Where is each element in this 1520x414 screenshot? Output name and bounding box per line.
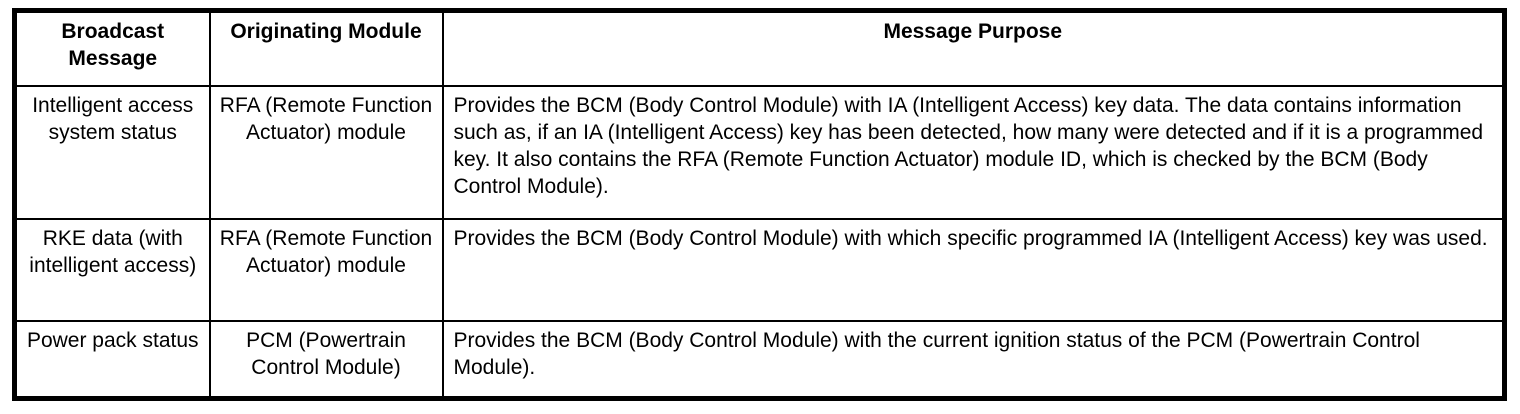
header-row: Broadcast Message Originating Module Mes… xyxy=(13,9,1506,87)
table-row: RKE data (with intelligent access) RFA (… xyxy=(13,217,1506,322)
cell-originating-module: PCM (Powertrain Control Module) xyxy=(208,319,444,400)
column-header-message-purpose: Message Purpose xyxy=(441,9,1506,87)
cell-broadcast-message: Intelligent access system status xyxy=(13,84,211,220)
cell-broadcast-message: RKE data (with intelligent access) xyxy=(13,217,211,322)
cell-originating-module: RFA (Remote Function Actuator) module xyxy=(208,84,444,220)
broadcast-message-table: Broadcast Message Originating Module Mes… xyxy=(12,8,1507,401)
cell-originating-module: RFA (Remote Function Actuator) module xyxy=(208,217,444,322)
cell-message-purpose: Provides the BCM (Body Control Module) w… xyxy=(441,217,1506,322)
cell-broadcast-message: Power pack status xyxy=(13,319,211,400)
column-header-originating-module: Originating Module xyxy=(208,9,444,87)
table-header: Broadcast Message Originating Module Mes… xyxy=(13,9,1506,87)
cell-message-purpose: Provides the BCM (Body Control Module) w… xyxy=(441,84,1506,220)
table-body: Intelligent access system status RFA (Re… xyxy=(13,84,1506,400)
table-row: Power pack status PCM (Powertrain Contro… xyxy=(13,319,1506,400)
table-row: Intelligent access system status RFA (Re… xyxy=(13,84,1506,220)
cell-message-purpose: Provides the BCM (Body Control Module) w… xyxy=(441,319,1506,400)
column-header-broadcast-message: Broadcast Message xyxy=(13,9,211,87)
